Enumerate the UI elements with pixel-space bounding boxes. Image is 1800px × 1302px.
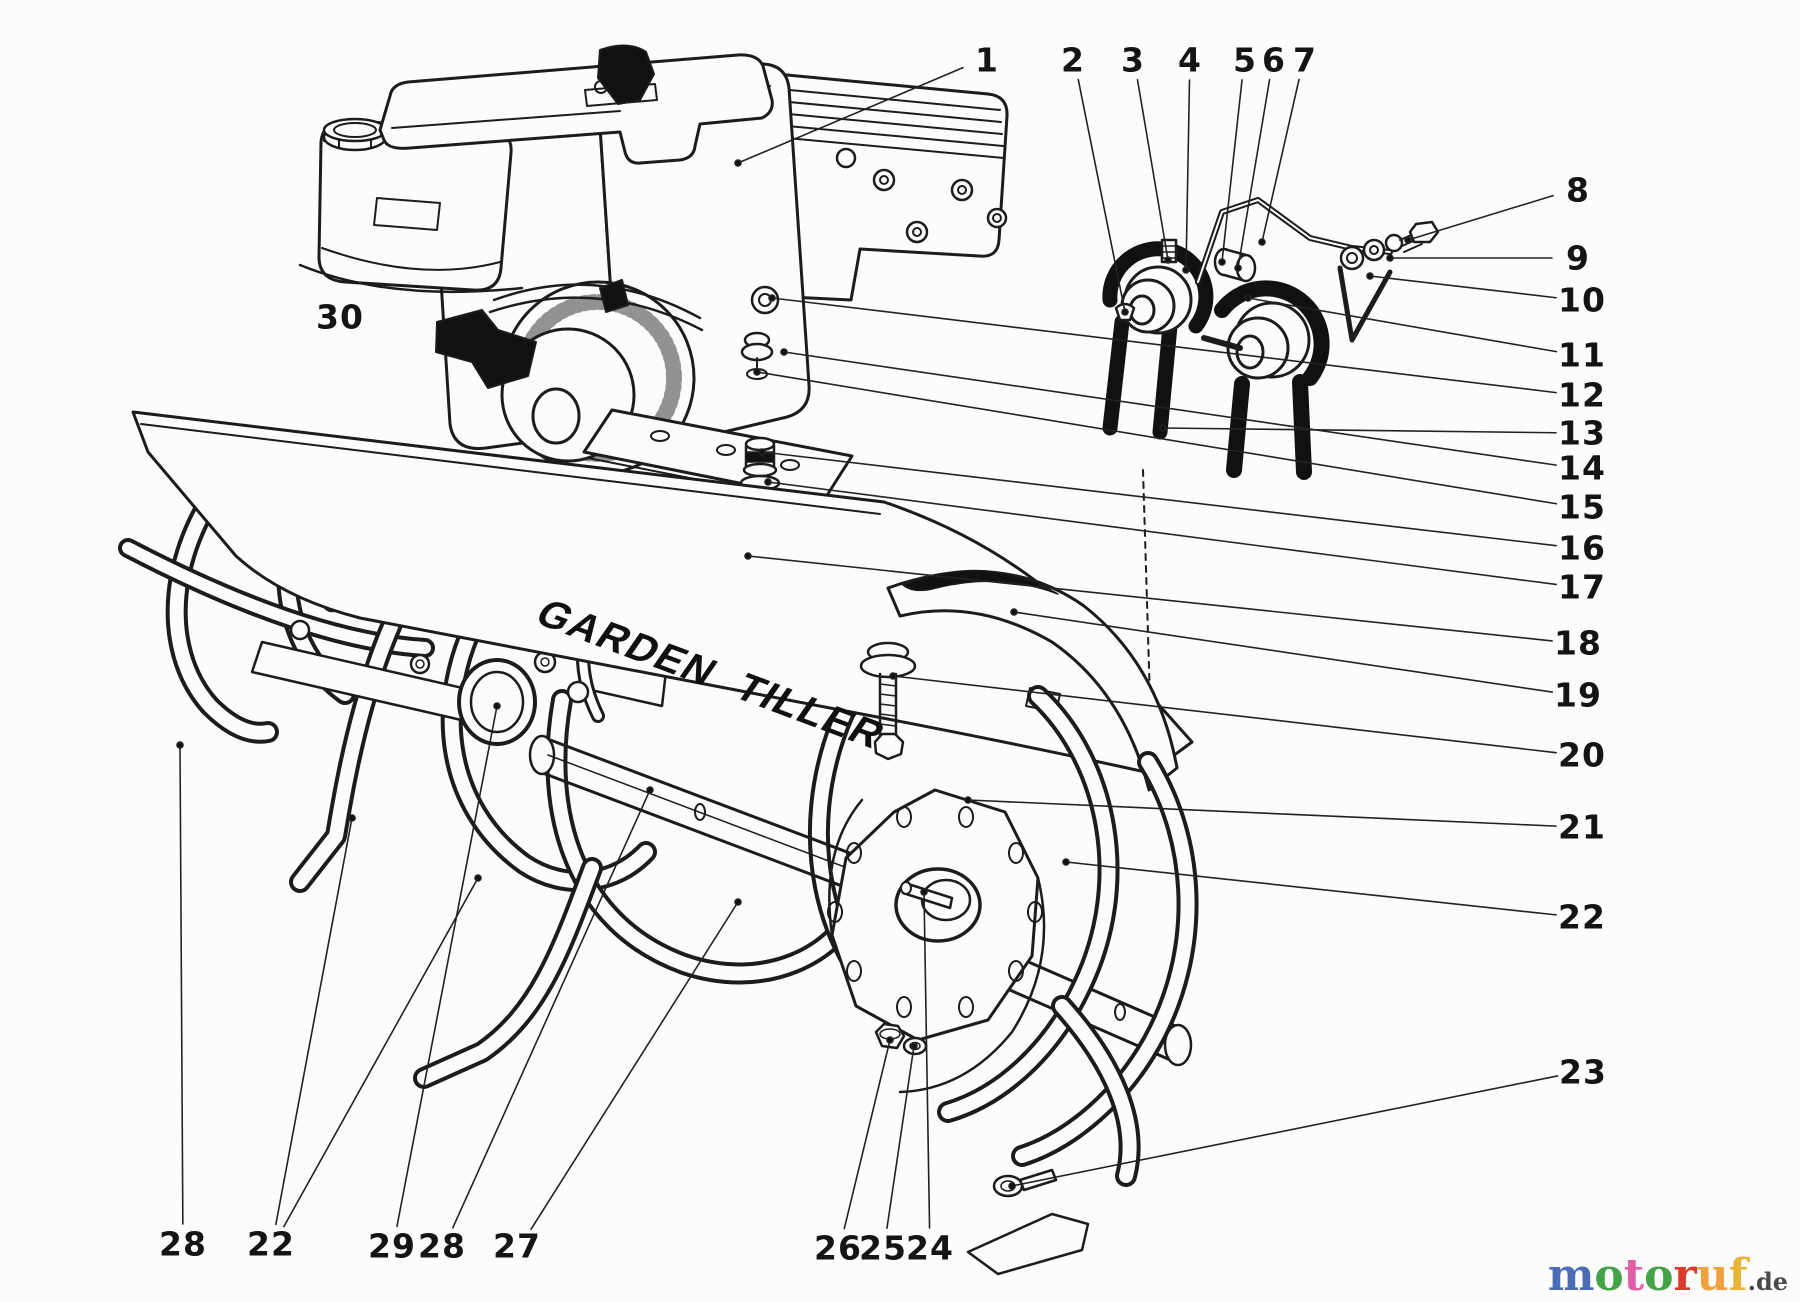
motoruf-logo-text: motoruf	[1547, 1250, 1748, 1301]
callout-28: 28	[159, 1224, 207, 1264]
callout-1: 1	[975, 40, 999, 80]
callout-25: 25	[859, 1228, 907, 1268]
callout-17: 17	[1558, 567, 1606, 607]
tine-disc-assembly	[827, 641, 1199, 1276]
callout-11: 11	[1558, 335, 1606, 375]
callout-23: 23	[1559, 1052, 1607, 1092]
callout-2: 2	[1061, 40, 1085, 80]
callout-24: 24	[906, 1228, 954, 1268]
callout-15: 15	[1558, 487, 1606, 527]
callout-4: 4	[1178, 40, 1202, 80]
callout-30: 30	[316, 297, 364, 337]
engine-assembly	[298, 44, 1151, 701]
callout-9: 9	[1566, 238, 1590, 278]
callout-12: 12	[1558, 375, 1606, 415]
callout-26: 26	[814, 1228, 862, 1268]
motoruf-domain-suffix: .de	[1747, 1267, 1788, 1296]
leader-lines	[176, 66, 1559, 1230]
callout-20: 20	[1558, 735, 1606, 775]
tine-assembly	[118, 459, 1193, 1089]
callout-14: 14	[1558, 448, 1606, 488]
motoruf-watermark: motoruf.de	[1548, 1254, 1788, 1298]
callout-6: 6	[1262, 40, 1286, 80]
callout-27: 27	[493, 1226, 541, 1266]
callout-7: 7	[1293, 40, 1317, 80]
callout-29: 29	[368, 1226, 416, 1266]
callout-21: 21	[1558, 807, 1606, 847]
callout-5: 5	[1233, 40, 1257, 80]
callout-10: 10	[1558, 280, 1606, 320]
callout-22: 22	[247, 1224, 295, 1264]
callout-3: 3	[1121, 40, 1145, 80]
pulley-belt-assembly	[1102, 197, 1440, 480]
callout-16: 16	[1558, 528, 1606, 568]
callout-13: 13	[1558, 413, 1606, 453]
callout-8: 8	[1566, 170, 1590, 210]
callout-19: 19	[1554, 675, 1602, 715]
callout-22: 22	[1558, 897, 1606, 937]
callout-28: 28	[418, 1226, 466, 1266]
callout-18: 18	[1554, 623, 1602, 663]
